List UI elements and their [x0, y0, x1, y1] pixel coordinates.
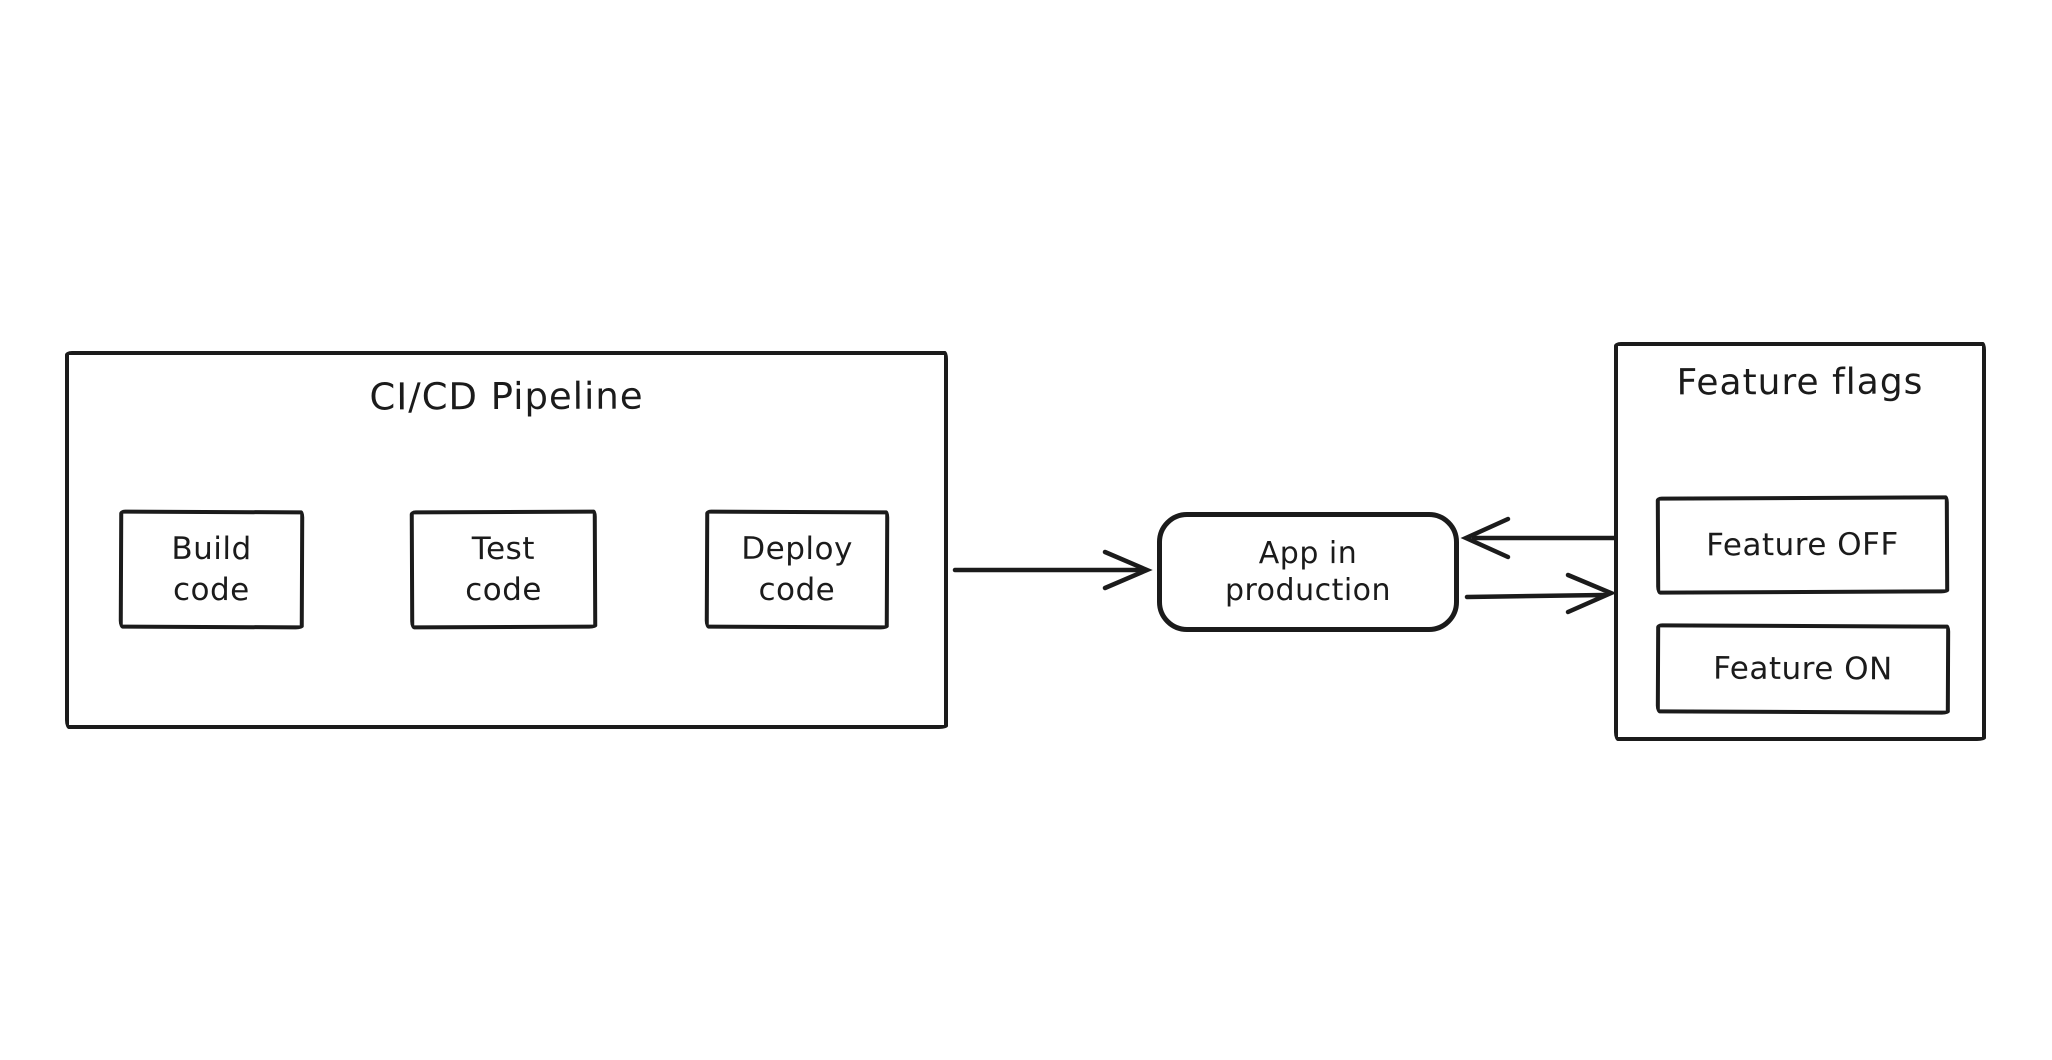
node-feature-on: Feature ON	[1655, 623, 1951, 715]
node-test-code-label-line1: Test	[471, 531, 536, 568]
node-app-in-production: App in production	[1157, 512, 1459, 632]
arrow-pipeline-to-app	[952, 549, 1153, 591]
node-build-code-label-line2: code	[172, 571, 250, 608]
node-build-code-label-line1: Build	[171, 531, 252, 568]
node-test-code-label-line2: code	[465, 571, 543, 608]
node-feature-on-label: Feature ON	[1713, 650, 1893, 688]
cicd-pipeline-title: CI/CD Pipeline	[369, 374, 644, 419]
node-deploy-code-label-line1: Deploy	[741, 530, 853, 568]
feature-flags-title: Feature flags	[1676, 361, 1924, 404]
node-app-label-line1: App in	[1258, 535, 1358, 571]
node-feature-off: Feature OFF	[1655, 495, 1950, 595]
node-app-label-line2: production	[1224, 573, 1392, 608]
node-deploy-code: Deploy code	[704, 509, 890, 630]
node-feature-off-label: Feature OFF	[1706, 526, 1899, 564]
node-deploy-code-label-line2: code	[758, 571, 836, 608]
node-build-code: Build code	[118, 509, 305, 630]
arrow-flags-to-app	[1460, 516, 1619, 560]
node-test-code: Test code	[409, 509, 598, 630]
arrow-app-to-flags	[1464, 572, 1617, 615]
